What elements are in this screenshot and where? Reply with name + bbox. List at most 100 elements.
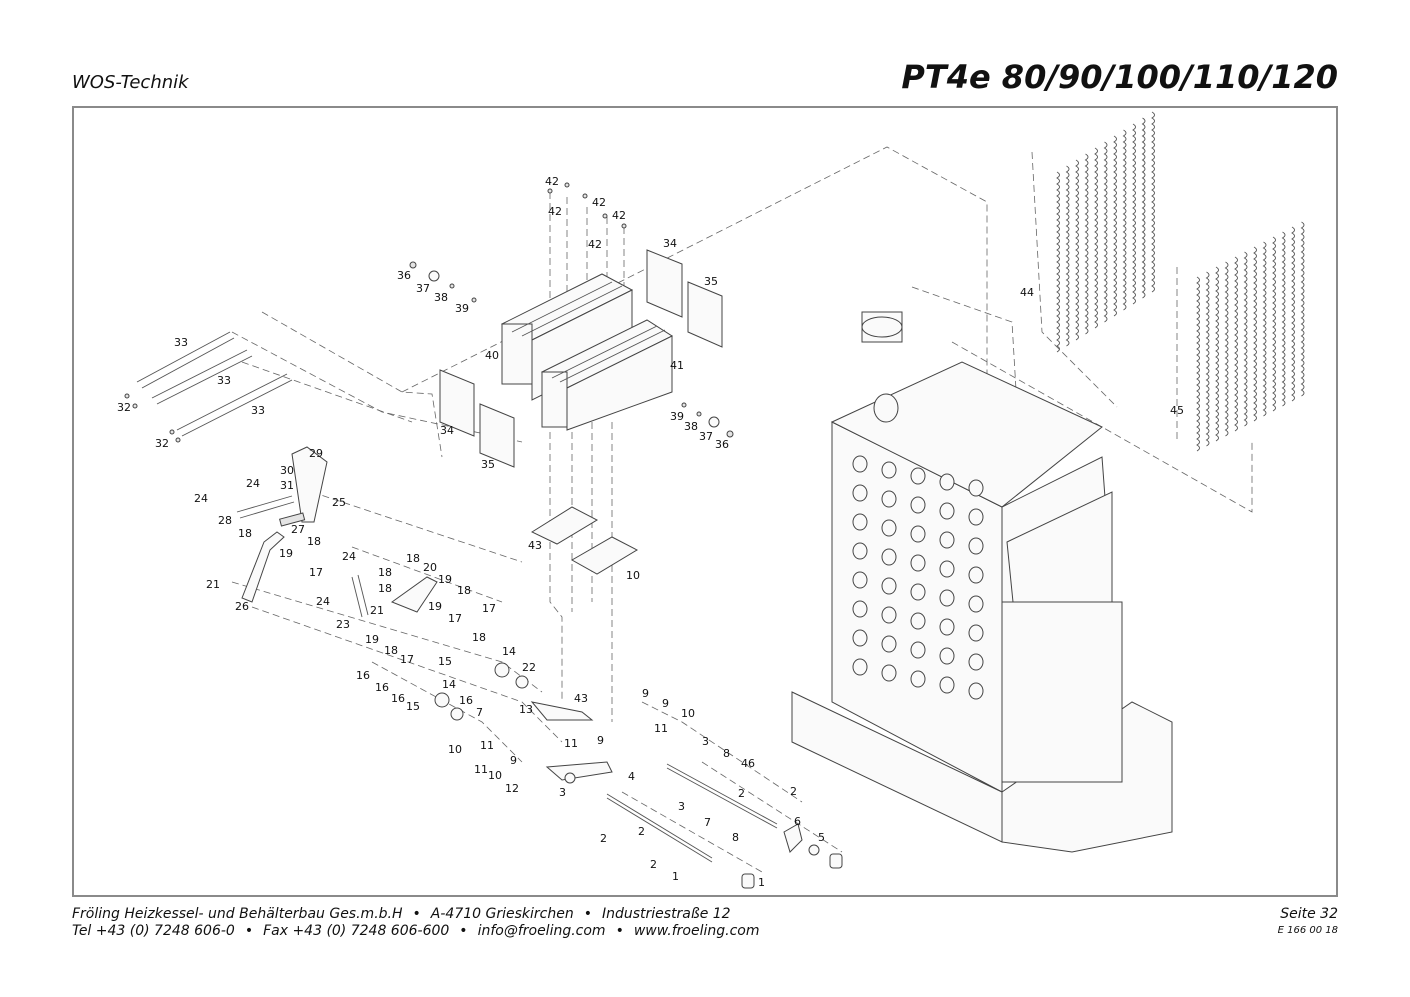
callout: 10 (681, 707, 695, 720)
callout: 18 (457, 584, 471, 597)
heat-exchanger-tube-opening (852, 513, 868, 531)
callout: 2 (638, 825, 645, 838)
callout: 39 (670, 410, 684, 423)
heat-exchanger-tube-opening (939, 473, 955, 491)
callout: 17 (448, 612, 462, 625)
callout: 27 (291, 523, 305, 536)
page-number: Seite 32 (1280, 906, 1338, 922)
heat-exchanger-tube-opening (852, 600, 868, 618)
heat-exchanger-tube-opening (939, 589, 955, 607)
callout: 42 (548, 205, 562, 218)
callout: 18 (307, 535, 321, 548)
callout: 19 (428, 600, 442, 613)
heat-exchanger-tube-opening (939, 647, 955, 665)
heat-exchanger-tube-opening (910, 641, 926, 659)
grate-carrier-41 (540, 319, 674, 431)
turbulator-spring (1243, 251, 1248, 427)
callout: 18 (406, 552, 420, 565)
heat-exchanger-tube-opening (910, 670, 926, 688)
footer-bullet: • (459, 923, 468, 939)
heat-exchanger-tube-opening (968, 508, 984, 526)
callout: 3 (678, 800, 685, 813)
heat-exchanger-tube-opening (852, 484, 868, 502)
callout: 43 (528, 539, 542, 552)
callout: 23 (336, 618, 350, 631)
callout: 30 (280, 464, 294, 477)
turbulator-spring (1103, 141, 1108, 323)
callout: 26 (235, 600, 249, 613)
footer-email[interactable]: info@froeling.com (477, 923, 606, 939)
heat-exchanger-tube-opening (968, 537, 984, 555)
callout: 36 (715, 438, 729, 451)
callout: 12 (505, 782, 519, 795)
callout: 46 (741, 757, 755, 770)
turbulator-spring (1151, 111, 1155, 293)
callout: 24 (194, 492, 208, 505)
screws-42 (547, 182, 627, 229)
document-code: E 166 00 18 (1277, 925, 1338, 936)
heat-exchanger-tube-opening (852, 658, 868, 676)
callout: 9 (642, 687, 649, 700)
callout: 17 (400, 653, 414, 666)
callout: 7 (704, 816, 711, 829)
callout: 29 (309, 447, 323, 460)
footer-bullet: • (412, 906, 421, 922)
callout: 18 (378, 582, 392, 595)
part-callouts: 42 42 42 42 42 34 35 36 37 38 39 40 41 3… (117, 175, 1184, 889)
heat-exchanger-tube-opening (939, 618, 955, 636)
heat-exchanger-tube-opening (852, 571, 868, 589)
section-label: WOS-Technik (72, 72, 189, 93)
heat-exchanger-tube-opening (910, 525, 926, 543)
footer-web[interactable]: www.froeling.com (633, 923, 760, 939)
callout: 14 (502, 645, 516, 658)
footer-city: A-4710 Grieskirchen (430, 906, 574, 922)
heat-exchanger-tube-opening (939, 531, 955, 549)
callout: 10 (626, 569, 640, 582)
turbulator-spring (1056, 171, 1060, 353)
turbulator-spring (1262, 241, 1267, 417)
exploded-view-frame: 42 42 42 42 42 34 35 36 37 38 39 40 41 3… (72, 106, 1338, 897)
footer-fax: Fax +43 (0) 7248 606-600 (263, 923, 450, 939)
callout: 36 (397, 269, 411, 282)
heat-exchanger-tube-opening (939, 502, 955, 520)
callout: 39 (455, 302, 469, 315)
callout: 34 (440, 424, 454, 437)
turbulator-spring (1234, 256, 1238, 432)
callout: 41 (670, 359, 684, 372)
callout: 8 (732, 831, 739, 844)
callout: 11 (564, 737, 578, 750)
footer-tel: Tel +43 (0) 7248 606-0 (72, 923, 235, 939)
heat-exchanger-tube-opening (968, 566, 984, 584)
callout: 17 (309, 566, 323, 579)
callout: 31 (280, 479, 294, 492)
callout: 18 (238, 527, 252, 540)
fittings-36-39 (409, 261, 734, 438)
footer-contact: Tel +43 (0) 7248 606-0 • Fax +43 (0) 7248 … (72, 923, 760, 939)
callout: 43 (574, 692, 588, 705)
heat-exchanger-tube-opening (968, 653, 984, 671)
callout: 13 (519, 703, 533, 716)
callout: 1 (758, 876, 765, 889)
callout: 3 (702, 735, 709, 748)
callout: 14 (442, 678, 456, 691)
callout: 38 (684, 420, 698, 433)
callout: 45 (1170, 404, 1184, 417)
heat-exchanger-tube-opening (910, 583, 926, 601)
boiler-body (791, 311, 1173, 853)
heat-exchanger-tube-opening (968, 595, 984, 613)
heat-exchanger-tube-opening (881, 577, 897, 595)
exploded-view-drawing: 42 42 42 42 42 34 35 36 37 38 39 40 41 3… (117, 111, 1305, 889)
turbulator-spring (1300, 221, 1305, 397)
callout: 37 (416, 282, 430, 295)
callout: 7 (476, 706, 483, 719)
callout: 20 (423, 561, 437, 574)
heat-exchanger-tube-opening (881, 635, 897, 653)
heat-exchanger-tube-opening (910, 467, 926, 485)
callout: 2 (650, 858, 657, 871)
heat-exchanger-tube-opening (881, 490, 897, 508)
heat-exchanger-tube-opening (910, 612, 926, 630)
callout: 11 (480, 739, 494, 752)
turbulator-spring (1291, 226, 1295, 402)
heat-exchanger-tube-opening (881, 606, 897, 624)
callout: 2 (600, 832, 607, 845)
